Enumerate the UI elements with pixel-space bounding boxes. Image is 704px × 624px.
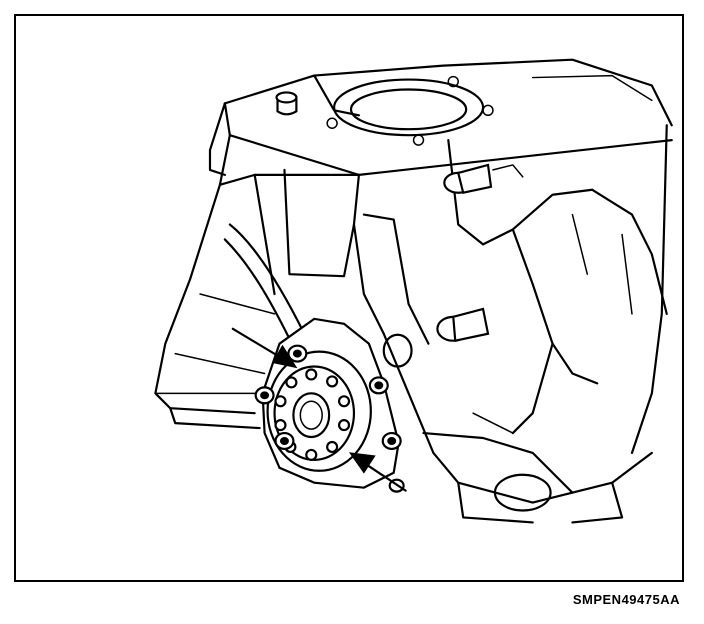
flange-hole [337,395,351,408]
callout-arrow-lower [348,452,407,492]
bolt [254,386,275,405]
bolt [368,376,389,395]
bolt [381,431,402,451]
dowel-pin [275,91,298,116]
block-skirt [382,332,653,524]
bolt [287,344,308,363]
flange-hole [326,375,339,388]
flange-hole [305,448,318,461]
illustration-frame [14,14,684,582]
sensor-boss [443,163,524,195]
block-rear-flange [154,102,361,430]
cylinder-head-deck [223,58,673,176]
bolt [274,431,295,451]
rear-main-seal-housing [261,317,400,489]
flange-hole [274,419,287,432]
figure-code: SMPEN49475AA [572,592,680,607]
flange-hole [337,419,351,432]
callout-arrow-upper [231,327,298,369]
block-body [283,124,668,454]
flange-hole [305,368,318,381]
flange-hole [326,440,339,454]
flange-hole [274,395,287,408]
housing-bolts [254,344,405,493]
flange-hole [285,376,298,389]
engine-block-illustration [154,58,673,524]
side-boss [382,307,490,368]
